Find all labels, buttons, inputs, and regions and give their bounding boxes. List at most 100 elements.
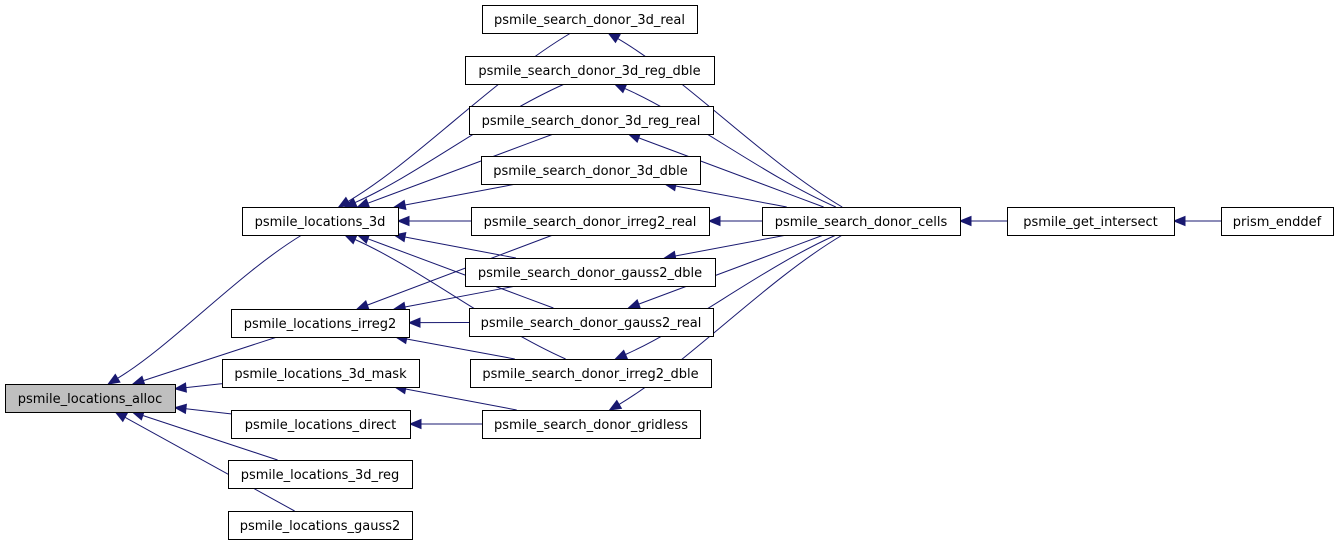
node-box: [470, 359, 712, 388]
node-label: psmile_locations_irreg2: [244, 317, 397, 332]
node-label: psmile_search_donor_irreg2_real: [484, 215, 697, 230]
node-sdirreg2real[interactable]: psmile_search_donor_irreg2_real: [471, 207, 710, 236]
graph-nodes: psmile_locations_alloc psmile_locations_3…: [5, 5, 1334, 540]
node-label: psmile_locations_gauss2: [240, 519, 401, 534]
arrowhead-sdirreg2real-to-loc3d: [396, 215, 410, 227]
node-mask3d[interactable]: psmile_locations_3d_mask: [222, 359, 420, 388]
node-sd3dregreal[interactable]: psmile_search_donor_3d_reg_real: [469, 106, 714, 135]
edge-sdirreg2dble-to-loc3d: [354, 239, 566, 360]
edge-sdgridless-to-mask3d: [405, 388, 517, 411]
graph-edges: [107, 32, 1221, 512]
node-reg3d[interactable]: psmile_locations_3d_reg: [228, 460, 413, 489]
edge-sdirreg2dble-to-irreg2: [406, 338, 515, 360]
node-box: [231, 410, 411, 439]
node-box: [469, 106, 714, 135]
edge-irreg2-to-alloc: [143, 336, 278, 382]
node-label: psmile_locations_3d_reg: [241, 468, 400, 483]
node-enddef[interactable]: prism_enddef: [1221, 207, 1334, 236]
arrowhead-cells-to-sdgauss2real: [627, 299, 642, 309]
edge-mask3d-to-alloc: [185, 383, 223, 389]
arrowhead-enddef-to-intersect: [1172, 215, 1186, 227]
node-sdirreg2dble[interactable]: psmile_search_donor_irreg2_dble: [470, 359, 712, 388]
node-box: [228, 460, 413, 489]
edge-sd3dreal-to-loc3d: [347, 32, 572, 202]
node-box: [481, 156, 701, 185]
node-box: [482, 410, 701, 439]
edge-sdgauss2dble-to-loc3d: [404, 236, 516, 259]
node-label: psmile_search_donor_3d_reg_dble: [478, 64, 700, 79]
node-box: [231, 309, 410, 338]
edge-cells-to-sdirreg2dble: [625, 234, 837, 355]
edge-cells-to-sdgauss2dble: [675, 234, 787, 257]
node-loc3d[interactable]: psmile_locations_3d: [242, 207, 399, 236]
node-gauss2[interactable]: psmile_locations_gauss2: [228, 511, 413, 540]
arrowhead-cells-to-sdirreg2dble: [614, 349, 629, 360]
edge-cells-to-sd3dregdble: [624, 87, 837, 208]
edge-reg3d-to-alloc: [142, 415, 278, 461]
node-sd3dregdble[interactable]: psmile_search_donor_3d_reg_dble: [465, 56, 715, 85]
node-box: [1007, 207, 1175, 236]
edge-sdgauss2dble-to-irreg2: [404, 285, 516, 308]
node-box: [222, 359, 420, 388]
edge-gauss2-to-alloc: [124, 416, 295, 512]
node-box: [5, 384, 176, 413]
arrowhead-gauss2-to-alloc: [114, 411, 128, 423]
node-label: psmile_locations_3d: [255, 215, 386, 230]
node-label: psmile_search_donor_gauss2_real: [481, 316, 702, 331]
node-box: [471, 207, 710, 236]
edge-sdirreg2real-to-irreg2: [367, 234, 554, 306]
node-sdgauss2dble[interactable]: psmile_search_donor_gauss2_dble: [465, 258, 716, 287]
arrowhead-sdgridless-to-direct: [408, 418, 422, 430]
node-label: psmile_search_donor_3d_dble: [493, 164, 687, 179]
arrowhead-intersect-to-cells: [958, 215, 972, 227]
node-sd3ddble[interactable]: psmile_search_donor_3d_dble: [481, 156, 701, 185]
arrowhead-loc3d-to-alloc: [107, 373, 121, 385]
node-label: psmile_locations_3d_mask: [234, 367, 407, 382]
node-label: psmile_locations_alloc: [18, 392, 163, 407]
edge-sd3dregdble-to-loc3d: [354, 83, 565, 204]
node-intersect[interactable]: psmile_get_intersect: [1007, 207, 1175, 236]
node-label: psmile_locations_direct: [245, 418, 396, 433]
node-box: [465, 56, 715, 85]
node-box: [762, 207, 961, 236]
arrowhead-sdirreg2real-to-irreg2: [355, 300, 370, 310]
edge-cells-to-sd3dreal: [617, 38, 843, 208]
arrowhead-cells-to-sdgridless: [608, 399, 623, 411]
node-label: psmile_search_donor_irreg2_dble: [482, 367, 698, 382]
edge-sdgauss2real-to-loc3d: [367, 238, 554, 309]
edge-sd3ddble-to-loc3d: [405, 183, 517, 206]
arrowhead-direct-to-alloc: [173, 403, 187, 415]
edge-cells-to-sdgauss2real: [638, 234, 824, 305]
node-box: [228, 511, 413, 540]
arrowhead-sd3dregdble-to-loc3d: [343, 197, 358, 208]
arrowhead-cells-to-sdirreg2real: [707, 215, 721, 227]
arrowhead-irreg2-to-alloc: [131, 375, 146, 386]
node-label: psmile_search_donor_3d_reg_real: [482, 114, 701, 129]
node-sd3dreal[interactable]: psmile_search_donor_3d_real: [482, 5, 698, 34]
node-box: [465, 258, 716, 287]
node-box: [1221, 207, 1334, 236]
arrowhead-cells-to-sd3dregdble: [613, 83, 628, 94]
node-box: [482, 5, 698, 34]
arrowhead-mask3d-to-alloc: [173, 382, 187, 393]
edge-direct-to-alloc: [185, 408, 232, 415]
node-label: psmile_search_donor_gridless: [494, 418, 688, 433]
node-alloc[interactable]: psmile_locations_alloc: [5, 384, 176, 413]
arrowhead-sdgauss2real-to-irreg2: [407, 317, 421, 328]
edge-cells-to-sd3ddble: [675, 185, 787, 208]
node-irreg2[interactable]: psmile_locations_irreg2: [231, 309, 410, 338]
edge-cells-to-sd3dregreal: [638, 137, 824, 208]
node-label: psmile_search_donor_cells: [775, 215, 948, 230]
arrowhead-cells-to-sd3dreal: [607, 32, 621, 44]
arrowhead-sdirreg2dble-to-loc3d: [343, 234, 358, 245]
node-label: psmile_search_donor_3d_real: [494, 13, 685, 28]
node-cells[interactable]: psmile_search_donor_cells: [762, 207, 961, 236]
node-direct[interactable]: psmile_locations_direct: [231, 410, 411, 439]
node-sdgridless[interactable]: psmile_search_donor_gridless: [482, 410, 701, 439]
node-sdgauss2real[interactable]: psmile_search_donor_gauss2_real: [469, 308, 714, 337]
node-box: [469, 308, 714, 337]
node-label: psmile_search_donor_gauss2_dble: [478, 266, 702, 281]
node-label: psmile_get_intersect: [1023, 215, 1158, 230]
edge-sd3dregreal-to-loc3d: [367, 133, 554, 204]
